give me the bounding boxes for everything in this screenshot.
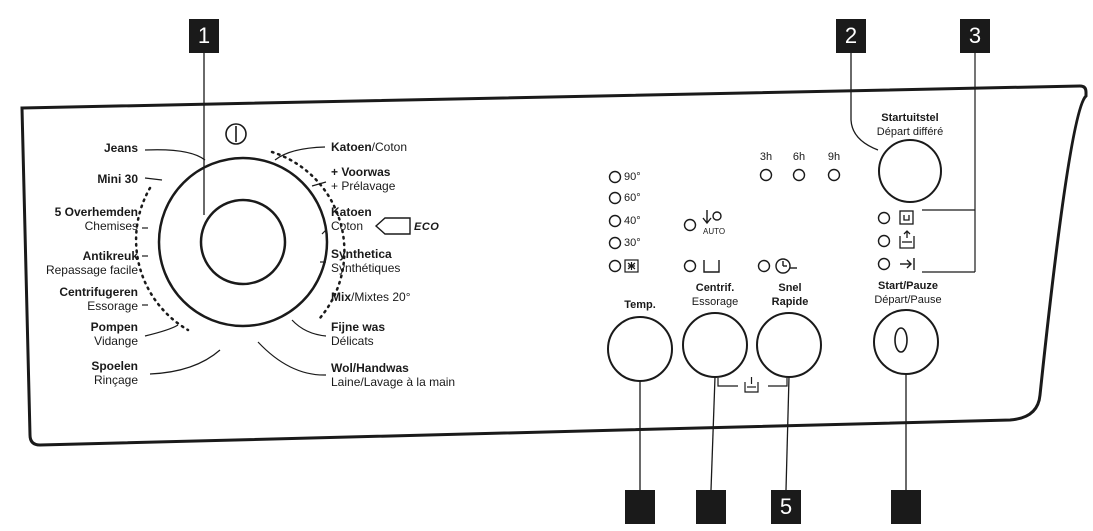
delay-button[interactable] xyxy=(879,140,941,202)
delay-label-9h: 9h xyxy=(827,151,841,163)
temp-label-90: 90° xyxy=(624,171,641,183)
callout-5 xyxy=(696,490,726,524)
start-pause-button[interactable] xyxy=(874,310,938,374)
delay-label-6h: 6h xyxy=(792,151,806,163)
temp-label-60: 60° xyxy=(624,192,641,204)
program-label-right-5: Mix/Mixtes 20° xyxy=(331,290,411,304)
auto-label: AUTO xyxy=(703,227,726,236)
panel-outline xyxy=(20,84,1088,447)
program-dial-knob xyxy=(199,198,287,286)
rapid-button[interactable] xyxy=(757,313,821,377)
spin-button-label: Centrif.Essorage xyxy=(691,282,739,308)
callout-4 xyxy=(625,490,655,524)
combo-bracket xyxy=(717,378,788,387)
auto-spin-icon xyxy=(702,210,722,225)
power-icon xyxy=(225,123,247,145)
dial-dots-left xyxy=(134,186,190,332)
callout-6: 5 xyxy=(771,490,801,524)
no-spin-icon xyxy=(703,260,720,273)
spin-leds xyxy=(683,218,697,273)
spin-button[interactable] xyxy=(683,313,747,377)
temp-button[interactable] xyxy=(608,317,672,381)
program-label-left-2: Mini 30 xyxy=(97,172,138,186)
right-leader-lines xyxy=(257,146,327,376)
temperature-leds xyxy=(608,170,622,273)
callout-1: 1 xyxy=(189,19,219,53)
delay-label-3h: 3h xyxy=(759,151,773,163)
program-dial-ring xyxy=(157,156,329,328)
temp-label-40: 40° xyxy=(624,215,641,227)
program-label-left-1: Jeans xyxy=(103,141,138,155)
callout-leaders xyxy=(203,52,907,491)
eco-tag-shape xyxy=(374,217,411,235)
washing-icon xyxy=(899,230,915,249)
rapid-led xyxy=(757,259,771,273)
program-label-right-1: Katoen/Coton xyxy=(331,140,408,154)
temp-label-30: 30° xyxy=(624,237,641,249)
temp-button-label: Temp. xyxy=(624,299,656,311)
start-button-slot xyxy=(894,327,908,353)
callout-3: 3 xyxy=(960,19,990,53)
end-icon xyxy=(900,258,915,270)
program-dial[interactable] xyxy=(159,158,327,326)
delay-leds xyxy=(759,168,841,182)
left-leader-lines xyxy=(142,149,221,375)
status-leds xyxy=(877,211,891,271)
combo-icon xyxy=(744,377,759,393)
callout-7 xyxy=(891,490,921,524)
eco-badge: ECO xyxy=(414,221,440,233)
delay-button-shape xyxy=(878,139,942,203)
door-lock-icon xyxy=(899,210,914,225)
rapid-icon xyxy=(775,258,797,274)
program-label-right-2: + Voorwas+ Prélavage xyxy=(331,165,396,193)
callout-2: 2 xyxy=(836,19,866,53)
cold-icon xyxy=(624,259,639,273)
callout-3-bracket xyxy=(922,52,976,273)
dial-dots-right xyxy=(270,150,346,320)
